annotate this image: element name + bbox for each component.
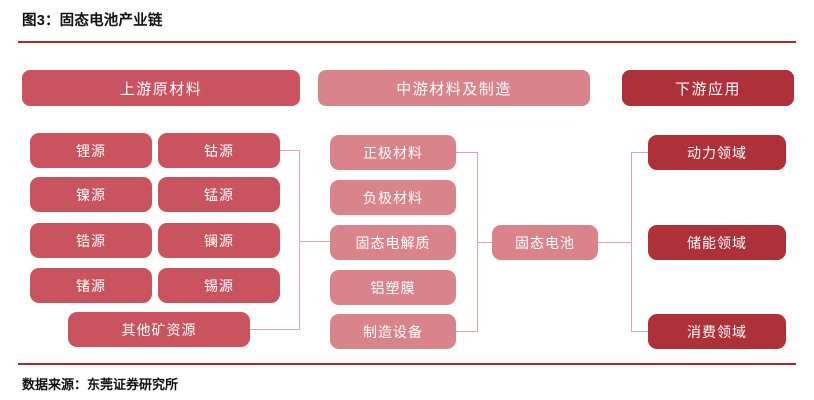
downstream-connector-stub-top bbox=[631, 152, 649, 153]
midstream-node-manufacturing-equipment[interactable]: 制造设备 bbox=[330, 314, 456, 349]
midstream-connector-stub-top bbox=[456, 152, 478, 153]
upstream-to-midstream-connector bbox=[299, 241, 330, 242]
midstream-node-solid-electrolyte[interactable]: 固态电解质 bbox=[330, 225, 456, 260]
midstream-connector-stub-bottom bbox=[456, 331, 478, 332]
downstream-connector-stub-bottom bbox=[631, 331, 649, 332]
midstream-to-center-connector bbox=[477, 242, 492, 243]
upstream-node-nickel[interactable]: 镍源 bbox=[30, 177, 152, 212]
figure-source: 数据来源：东莞证券研究所 bbox=[22, 377, 179, 392]
downstream-connector-spine bbox=[631, 152, 632, 332]
figure-title: 图3：固态电池产业链 bbox=[22, 13, 163, 29]
upstream-node-lanthanum[interactable]: 镧源 bbox=[158, 223, 280, 258]
upstream-node-zirconium[interactable]: 锆源 bbox=[30, 223, 152, 258]
midstream-header: 中游材料及制造 bbox=[318, 70, 590, 106]
downstream-header: 下游应用 bbox=[622, 70, 794, 106]
midstream-node-cathode-material[interactable]: 正极材料 bbox=[330, 135, 456, 170]
upstream-node-cobalt[interactable]: 钴源 bbox=[158, 133, 280, 168]
upstream-connector-stub-top bbox=[280, 150, 300, 151]
downstream-node-consumer[interactable]: 消费领域 bbox=[648, 314, 786, 349]
upstream-node-lithium[interactable]: 锂源 bbox=[30, 133, 152, 168]
downstream-node-energy-storage[interactable]: 储能领域 bbox=[648, 225, 786, 260]
midstream-node-anode-material[interactable]: 负极材料 bbox=[330, 180, 456, 215]
upstream-node-other-minerals[interactable]: 其他矿资源 bbox=[68, 312, 250, 347]
upstream-node-tin[interactable]: 锡源 bbox=[158, 268, 280, 303]
center-to-downstream-connector bbox=[598, 242, 631, 243]
title-divider-rule bbox=[18, 41, 796, 43]
upstream-node-manganese[interactable]: 锰源 bbox=[158, 177, 280, 212]
upstream-node-germanium[interactable]: 锗源 bbox=[30, 268, 152, 303]
upstream-header: 上游原材料 bbox=[22, 70, 300, 106]
upstream-connector-spine bbox=[299, 150, 300, 330]
source-divider-rule bbox=[18, 363, 796, 365]
upstream-connector-stub-bottom bbox=[250, 329, 300, 330]
midstream-node-aluminum-plastic-film[interactable]: 铝塑膜 bbox=[330, 270, 456, 305]
center-node-solid-state-battery[interactable]: 固态电池 bbox=[492, 225, 598, 260]
downstream-node-power[interactable]: 动力领域 bbox=[648, 135, 786, 170]
